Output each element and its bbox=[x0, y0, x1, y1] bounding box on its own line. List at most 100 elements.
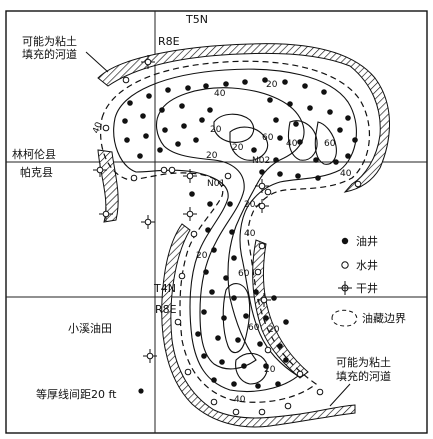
legend-oil-well-symbol bbox=[341, 237, 349, 245]
svg-text:40: 40 bbox=[286, 139, 298, 149]
oil-well-marker bbox=[273, 117, 279, 123]
oil-well-marker bbox=[337, 127, 343, 133]
water-well-marker bbox=[190, 230, 198, 238]
oil-well-marker bbox=[201, 309, 207, 315]
svg-text:60: 60 bbox=[248, 323, 260, 333]
oil-well-marker bbox=[207, 201, 213, 207]
water-well-marker bbox=[264, 188, 272, 196]
oil-well-marker bbox=[162, 127, 168, 133]
water-well-marker bbox=[232, 408, 240, 416]
water-well-marker bbox=[258, 242, 266, 250]
water-well-marker bbox=[254, 268, 262, 276]
oil-well-marker bbox=[179, 103, 185, 109]
oil-well-marker bbox=[201, 353, 207, 359]
oil-well-marker bbox=[253, 289, 259, 295]
water-well-marker bbox=[174, 318, 182, 326]
svg-text:20: 20 bbox=[244, 200, 256, 210]
oil-well-marker bbox=[231, 295, 237, 301]
oil-well-marker bbox=[297, 139, 303, 145]
oil-well-marker bbox=[275, 381, 281, 387]
oil-well-marker bbox=[223, 275, 229, 281]
oil-well-marker bbox=[345, 153, 351, 159]
svg-text:40: 40 bbox=[91, 121, 104, 135]
svg-text:40: 40 bbox=[244, 229, 256, 239]
oil-well-marker bbox=[259, 169, 265, 175]
water-well-marker bbox=[354, 180, 362, 188]
svg-text:40: 40 bbox=[214, 89, 226, 99]
svg-text:60: 60 bbox=[324, 139, 336, 149]
dry-well-marker bbox=[255, 199, 269, 213]
water-well-marker bbox=[184, 368, 192, 376]
water-well-marker bbox=[122, 76, 130, 84]
oil-well-marker bbox=[345, 115, 351, 121]
map-frame bbox=[5, 10, 428, 434]
water-well-marker bbox=[258, 408, 266, 416]
oil-well-marker bbox=[321, 89, 327, 95]
svg-text:40: 40 bbox=[234, 395, 246, 405]
label-r8e-bottom: R8E bbox=[155, 303, 177, 316]
oil-well-marker bbox=[293, 121, 299, 127]
svg-text:20: 20 bbox=[210, 125, 222, 135]
dry-well-marker bbox=[99, 207, 113, 221]
legend-dry-well-icon bbox=[338, 281, 352, 295]
oil-well-marker bbox=[127, 100, 133, 106]
oil-well-marker bbox=[282, 79, 288, 85]
svg-text:20: 20 bbox=[206, 151, 218, 161]
label-channel-top-line2: 填充的河道 bbox=[22, 47, 77, 61]
label-t5n: T5N bbox=[185, 13, 208, 26]
oil-well-marker bbox=[181, 123, 187, 129]
label-t4n: T4N bbox=[153, 282, 176, 295]
oil-well-marker bbox=[203, 83, 209, 89]
label-channel-bottom-line2: 填充的河道 bbox=[336, 369, 391, 383]
oil-well-marker bbox=[271, 295, 277, 301]
oil-well-marker bbox=[205, 227, 211, 233]
dry-wells bbox=[93, 55, 271, 363]
water-well-marker bbox=[168, 166, 176, 174]
svg-text:20: 20 bbox=[266, 80, 278, 90]
oil-well-marker bbox=[307, 105, 313, 111]
water-well-marker bbox=[210, 398, 218, 406]
dry-well-marker bbox=[183, 169, 197, 183]
oil-well-marker bbox=[283, 357, 289, 363]
dry-well-marker bbox=[255, 179, 269, 193]
oil-well-marker bbox=[215, 335, 221, 341]
label-r8e-top: R8E bbox=[158, 35, 180, 48]
svg-text:40: 40 bbox=[340, 169, 352, 179]
oil-well-marker bbox=[223, 81, 229, 87]
oil-well-marker bbox=[124, 137, 130, 143]
oil-wells bbox=[122, 77, 358, 389]
water-well-marker bbox=[224, 172, 232, 180]
channel-top-leader bbox=[85, 51, 109, 73]
oil-well-marker bbox=[211, 377, 217, 383]
label-channel-top-line1: 可能为粘土 bbox=[22, 34, 77, 48]
label-n01: N01 bbox=[207, 179, 225, 189]
oil-well-marker bbox=[231, 381, 237, 387]
water-wells bbox=[102, 76, 362, 416]
oil-well-marker bbox=[231, 255, 237, 261]
svg-text:60: 60 bbox=[262, 133, 274, 143]
legend-oil-well-label: 油井 bbox=[356, 234, 378, 248]
contour-value-labels: 20 40 40 20 20 60 60 40 40 20 20 60 20 4… bbox=[91, 80, 351, 405]
oil-well-marker bbox=[257, 341, 263, 347]
svg-text:60: 60 bbox=[238, 269, 250, 279]
svg-text:20: 20 bbox=[232, 143, 244, 153]
oil-well-marker bbox=[315, 175, 321, 181]
legend-boundary-label: 油藏边界 bbox=[362, 311, 406, 325]
oil-well-marker bbox=[313, 157, 319, 163]
oil-well-marker bbox=[295, 173, 301, 179]
oil-well-marker bbox=[352, 137, 358, 143]
water-well-marker bbox=[160, 166, 168, 174]
oil-well-marker bbox=[185, 85, 191, 91]
oil-well-marker bbox=[207, 107, 213, 113]
oil-well-marker bbox=[165, 87, 171, 93]
oil-well-marker bbox=[263, 363, 269, 369]
oil-well-marker bbox=[159, 107, 165, 113]
oil-well-marker bbox=[175, 141, 181, 147]
water-well-marker bbox=[284, 402, 292, 410]
oil-well-marker bbox=[267, 97, 273, 103]
oil-well-marker bbox=[209, 289, 215, 295]
oil-well-marker bbox=[263, 315, 269, 321]
oil-well-marker bbox=[327, 109, 333, 115]
dry-well-marker bbox=[183, 207, 197, 221]
oil-well-marker bbox=[287, 101, 293, 107]
